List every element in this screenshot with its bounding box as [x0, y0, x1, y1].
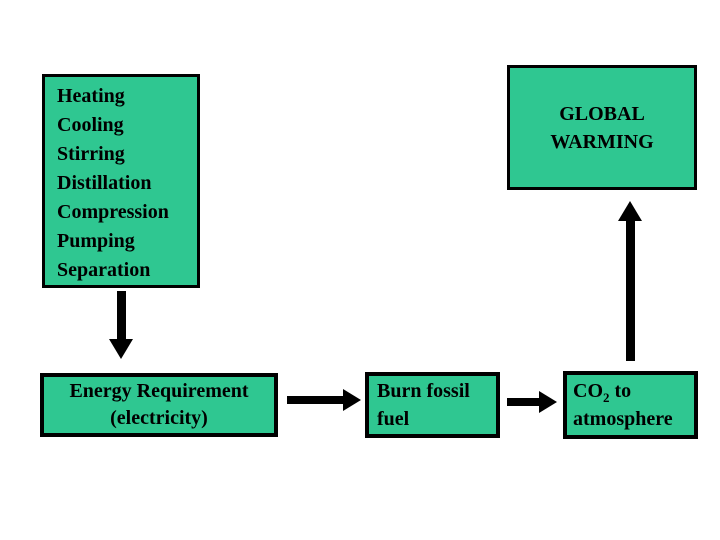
arrow-down-head-icon [109, 339, 133, 359]
process-list-item: Pumping [57, 230, 135, 252]
arrow-shaft [507, 398, 539, 406]
co2-atmosphere-label-line: CO2 to [573, 380, 632, 405]
global-warming-label-line: GLOBAL [559, 102, 645, 125]
co2-subscript: 2 [603, 390, 610, 405]
process-list-item: Distillation [57, 172, 152, 194]
burn-fossil-fuel-label-line: Burn fossil [377, 380, 470, 402]
burn-fossil-fuel-label-line: fuel [377, 408, 410, 430]
energy-requirement-label-line: (electricity) [110, 407, 208, 429]
arrow-process-to-energy [109, 291, 133, 359]
arrow-right-head-icon [343, 389, 361, 411]
co2-atmosphere-label-line: atmosphere [573, 408, 673, 430]
arrow-shaft [287, 396, 343, 404]
process-list-item: Heating [57, 85, 125, 107]
global-warming-box: GLOBAL WARMING [507, 65, 697, 190]
energy-requirement-label-line: Energy Requirement [69, 380, 249, 402]
process-list-item: Cooling [57, 114, 124, 136]
energy-requirement-box: Energy Requirement (electricity) [40, 373, 278, 437]
process-list-item: Separation [57, 259, 151, 281]
arrow-up-head-icon [618, 201, 642, 221]
arrow-energy-to-burn [287, 389, 361, 411]
process-list-box: Heating Cooling Stirring Distillation Co… [42, 74, 200, 288]
arrow-shaft [116, 291, 126, 339]
arrow-shaft [625, 221, 635, 361]
co2-atmosphere-box: CO2 to atmosphere [563, 371, 698, 439]
arrow-right-head-icon [539, 391, 557, 413]
process-list-item: Compression [57, 201, 169, 223]
arrow-burn-to-co2 [507, 391, 557, 413]
arrow-co2-to-warming [618, 201, 642, 361]
global-warming-label-line: WARMING [550, 130, 654, 153]
process-list-item: Stirring [57, 143, 125, 165]
burn-fossil-fuel-box: Burn fossil fuel [365, 372, 500, 438]
